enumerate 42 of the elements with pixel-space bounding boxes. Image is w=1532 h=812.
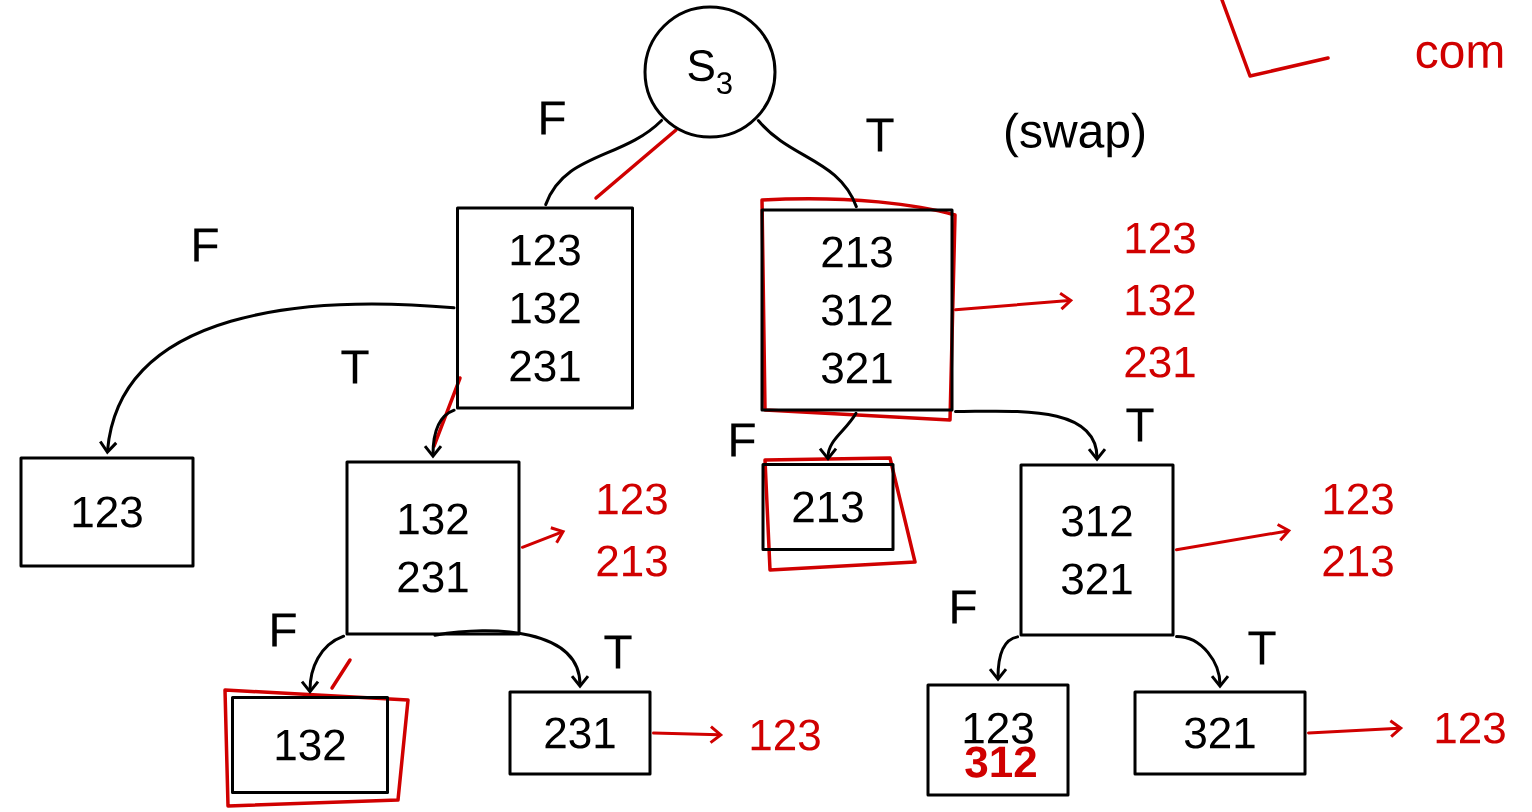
- connector-line: [756, 119, 858, 209]
- arrow: [423, 408, 456, 459]
- permutation-box: 123 132 231: [456, 206, 634, 410]
- edge-label: T: [602, 634, 634, 670]
- result-note: 123: [751, 719, 820, 751]
- arrow: [1175, 635, 1230, 689]
- permutation-box: 123: [19, 456, 195, 568]
- arrow: [1307, 719, 1404, 738]
- edge-label: F: [947, 589, 979, 625]
- edge-label: F: [536, 100, 568, 136]
- arrow: [818, 411, 858, 461]
- edge-label: F: [267, 612, 299, 648]
- arrow: [433, 629, 590, 689]
- permutation-box: 213: [761, 463, 895, 551]
- edge-label: T: [1124, 407, 1156, 443]
- connector-line: [544, 118, 664, 207]
- permutation-box: 213 312 321: [760, 208, 954, 412]
- edge-label: F: [726, 422, 758, 458]
- edge-label: F: [189, 227, 221, 263]
- permutation-box: 321: [1133, 690, 1307, 776]
- permutation-box: 312 321: [1019, 463, 1175, 637]
- edge-label: T: [339, 349, 371, 385]
- result-note: 123 132 231: [1125, 222, 1195, 378]
- edge-label: T: [864, 117, 896, 153]
- permutation-box: 231: [508, 690, 652, 776]
- annotation-text: com: [1416, 41, 1503, 69]
- arrow: [99, 302, 456, 455]
- arrow: [652, 725, 724, 744]
- arrow: [954, 291, 1074, 312]
- edge-label: T: [1246, 630, 1278, 666]
- annotation-text: (swap): [1006, 112, 1145, 158]
- arrow: [954, 409, 1107, 462]
- result-note: 123 213: [1323, 483, 1393, 577]
- correction-text: 312: [965, 746, 1036, 778]
- arrow: [1175, 523, 1292, 552]
- arrow: [520, 526, 566, 549]
- permutation-box: 132 231: [345, 460, 521, 636]
- arrow: [300, 634, 346, 694]
- result-note: 123 213: [597, 483, 667, 577]
- permutation-box: 132: [231, 696, 389, 794]
- arrow: [988, 635, 1020, 682]
- result-note: 123: [1436, 712, 1505, 744]
